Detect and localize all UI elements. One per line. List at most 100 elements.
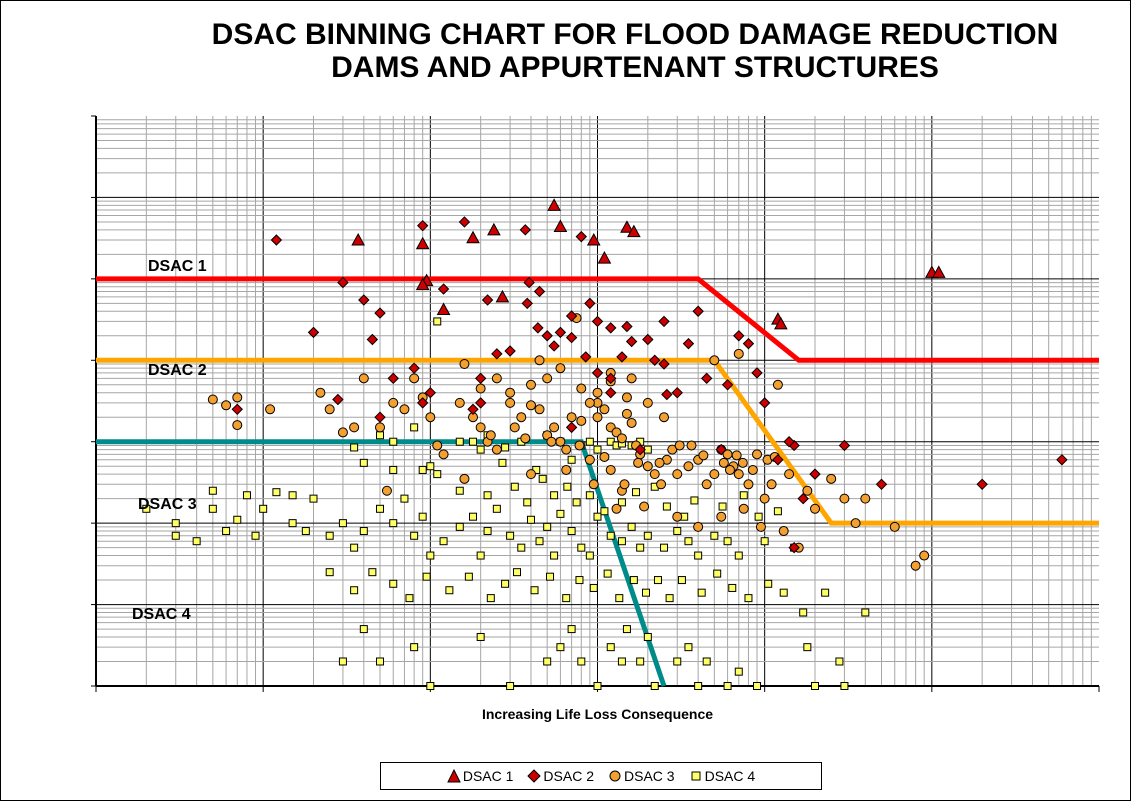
dsac-4-point bbox=[350, 586, 359, 595]
dsac-4-point bbox=[171, 519, 180, 528]
dsac-3-point bbox=[459, 473, 470, 484]
plot-area bbox=[91, 115, 1100, 692]
dsac-4-point bbox=[764, 579, 773, 588]
dsac-4-point bbox=[660, 543, 669, 552]
dsac-4-point bbox=[773, 507, 782, 516]
x-axis-label: Increasing Life Loss Consequence bbox=[481, 706, 714, 722]
dsac-3-point bbox=[516, 412, 527, 423]
dsac-4-point bbox=[589, 583, 598, 592]
dsac-2-point bbox=[616, 351, 628, 363]
dsac-4-point bbox=[585, 437, 594, 446]
dsac-3-point bbox=[752, 449, 763, 460]
dsac-3-point bbox=[731, 450, 742, 461]
dsac-3-point bbox=[505, 397, 516, 408]
dsac-4-point bbox=[359, 458, 368, 467]
dsac-3-point bbox=[542, 373, 553, 384]
dsac-4-point bbox=[723, 682, 732, 690]
legend-triangle-marker bbox=[447, 769, 461, 783]
dsac-4-point bbox=[476, 551, 485, 560]
dsac-2-point bbox=[649, 354, 661, 366]
dsac-3-point bbox=[576, 415, 587, 426]
dsac-4-point bbox=[483, 527, 492, 536]
dsac-3-point bbox=[207, 394, 218, 405]
dsac-2-point bbox=[374, 411, 386, 423]
dsac-4-point bbox=[433, 317, 442, 326]
boundary-line-1 bbox=[96, 276, 1099, 363]
dsac-4-point bbox=[492, 504, 501, 513]
dsac-2-point bbox=[1056, 454, 1068, 466]
dsac-4-point bbox=[517, 543, 526, 552]
dsac-2-point bbox=[797, 492, 809, 505]
dsac-4-point bbox=[593, 682, 602, 690]
dsac-4-point bbox=[577, 657, 586, 666]
dsac-3-point bbox=[747, 464, 758, 475]
dsac-3-point bbox=[709, 469, 720, 480]
dsac-4-point bbox=[665, 594, 674, 603]
dsac-4-point bbox=[575, 576, 584, 585]
dsac-3-point bbox=[755, 521, 766, 532]
dsac-4-point bbox=[476, 445, 485, 454]
dsac-4-point bbox=[464, 572, 473, 581]
dsac-3-point bbox=[772, 379, 783, 390]
dsac-3-point bbox=[674, 440, 685, 451]
dsac-3-point bbox=[619, 479, 630, 490]
dsac-4-point bbox=[622, 625, 631, 634]
dsac-2-point bbox=[721, 379, 734, 391]
dsac-2-point bbox=[416, 397, 429, 409]
dsac-4-point bbox=[744, 594, 753, 603]
dsac-2-point bbox=[548, 340, 560, 352]
dsac-3-point bbox=[659, 412, 670, 423]
dsac-1-point bbox=[495, 289, 510, 303]
dsac-3-point bbox=[566, 412, 577, 423]
dsac-3-point bbox=[733, 348, 744, 359]
dsac-4-point bbox=[171, 531, 180, 540]
dsac-4-point bbox=[506, 531, 515, 540]
dsac-3-point bbox=[265, 404, 276, 415]
dsac-4-point bbox=[632, 488, 641, 497]
dsac-3-point bbox=[889, 521, 900, 532]
dsac-2-point bbox=[758, 397, 771, 409]
dsac-4-point bbox=[760, 537, 769, 546]
dsac-2-point bbox=[467, 403, 479, 416]
dsac-2-point bbox=[474, 397, 487, 409]
dsac-3-point bbox=[399, 404, 410, 415]
legend-label-dsac-4: DSAC 4 bbox=[704, 768, 756, 784]
dsac-1-point bbox=[597, 251, 612, 264]
dsac-3-point bbox=[639, 501, 650, 512]
dsac-3-point bbox=[910, 560, 921, 571]
dsac-4-point bbox=[713, 569, 722, 578]
dsac-4-point bbox=[636, 657, 645, 666]
dsac-4-point bbox=[606, 531, 615, 540]
dsac-3-point bbox=[672, 511, 683, 522]
dsac-4-point bbox=[233, 515, 242, 524]
dsac-2-point bbox=[605, 322, 617, 334]
dsac-4-point bbox=[426, 462, 435, 471]
dsac-2-point bbox=[481, 294, 494, 306]
dsac-4-point bbox=[410, 423, 419, 432]
band-label-dsac-4: DSAC 4 bbox=[132, 606, 191, 623]
dsac-4-point bbox=[338, 657, 347, 666]
dsac-2-point bbox=[625, 335, 638, 348]
dsac-4-point bbox=[710, 531, 719, 540]
dsac-4-point bbox=[426, 551, 435, 560]
dsac-2-point bbox=[751, 367, 763, 379]
legend-item-dsac-2: DSAC 2 bbox=[527, 768, 594, 784]
dsac-3-point bbox=[409, 373, 420, 384]
dsac-2-point bbox=[332, 393, 344, 406]
dsac-4-point bbox=[208, 486, 217, 495]
band-label-dsac-2: DSAC 2 bbox=[148, 362, 207, 379]
dsac-3-point bbox=[375, 422, 386, 433]
dsac-2-point bbox=[458, 216, 471, 228]
dsac-2-point bbox=[532, 322, 544, 334]
dsac-4-point bbox=[562, 594, 571, 603]
dsac-3-point bbox=[592, 412, 603, 423]
dsac-4-point bbox=[498, 458, 507, 467]
dsac-2-point bbox=[584, 297, 596, 310]
dsac-2-point bbox=[387, 372, 399, 385]
dsac-4-point bbox=[469, 437, 478, 446]
dsac-4-point bbox=[754, 512, 763, 521]
dsac-3-point bbox=[683, 461, 694, 472]
dsac-2-point bbox=[642, 333, 654, 346]
dsac-4-point bbox=[563, 482, 572, 491]
dsac-3-point bbox=[626, 417, 637, 428]
